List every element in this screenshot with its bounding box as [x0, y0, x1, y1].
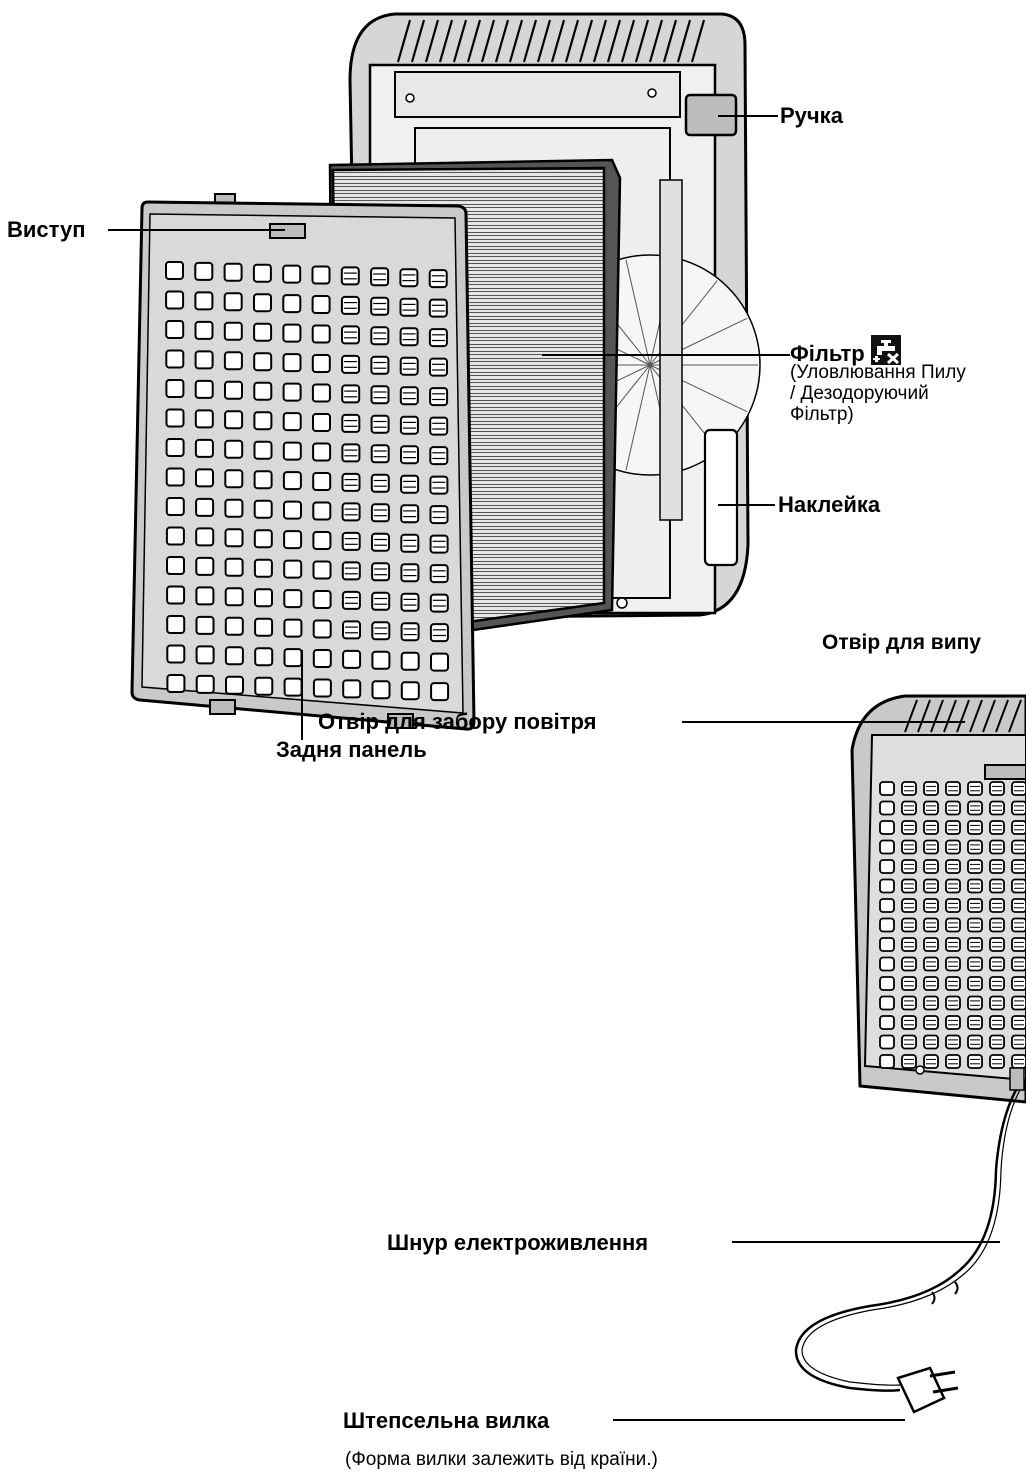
label-power-cord: Шнур електроживлення — [387, 1230, 649, 1255]
label-plug: Штепсельна вилка — [343, 1408, 550, 1433]
power-cord — [794, 1089, 1021, 1392]
label-handle: Ручка — [780, 103, 843, 128]
label-filter-text: Фільтр — [790, 341, 865, 366]
filter-description: (Уловлювання Пилу / Дезодоруючий Фільтр) — [790, 362, 966, 426]
faucet-no-wash-icon — [870, 335, 901, 365]
label-outlet: Отвір для випу — [822, 631, 981, 654]
filter-description-line-2: / Дезодоруючий — [790, 382, 929, 404]
plug-illustration — [896, 1366, 959, 1414]
rear-view-unit — [850, 694, 1026, 1104]
leader-lines — [108, 115, 1000, 1421]
label-protrusion: Виступ — [7, 217, 86, 242]
plug-note: (Форма вилки залежить від країни.) — [345, 1449, 658, 1470]
label-air-intake: Отвір для забору повітря — [318, 709, 597, 734]
label-filter: Фільтр — [790, 335, 901, 365]
label-back-panel: Задня панель — [276, 737, 427, 762]
filter-description-line-3: Фільтр) — [790, 403, 854, 425]
label-sticker: Наклейка — [778, 492, 881, 517]
back-panel — [130, 193, 476, 731]
filter-description-line-1: (Уловлювання Пилу — [790, 362, 966, 383]
